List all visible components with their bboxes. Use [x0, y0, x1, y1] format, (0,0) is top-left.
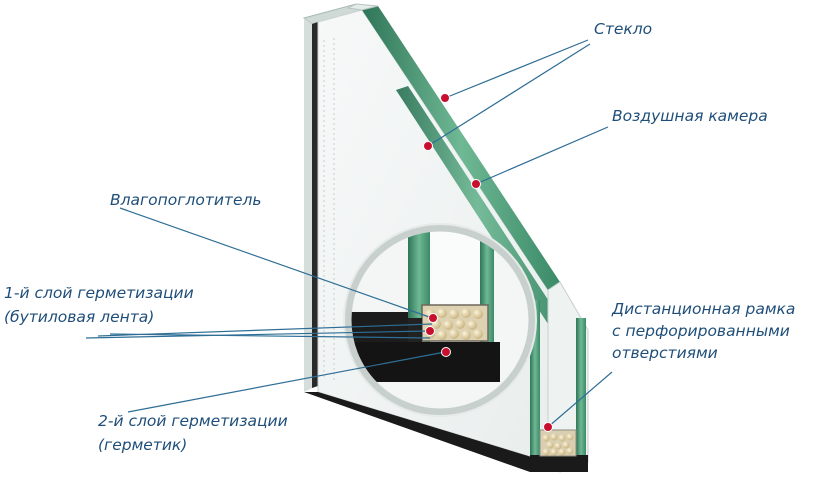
label-first-seal-line1: 1-й слой герметизации — [4, 284, 194, 302]
bottom-right-sealant — [530, 455, 588, 472]
label-glass: Стекло — [594, 19, 652, 39]
marker-steklo-1 — [440, 93, 450, 103]
label-first-seal: 1-й слой герметизации (бутиловая лента) — [4, 283, 194, 327]
leader-lines — [85, 39, 613, 428]
leader-vozdukh — [475, 126, 609, 185]
label-spacer-frame-line2: с перфорированными — [612, 322, 790, 340]
leader-vlago — [119, 207, 433, 319]
label-spacer-frame-line3: отверстиями — [612, 344, 718, 362]
mag-secondary-sealant — [348, 342, 500, 382]
leader-sloy2 — [127, 351, 446, 413]
leader-ramka — [547, 371, 613, 428]
mag-air-gap — [430, 228, 480, 305]
leader-steklo-2 — [427, 43, 591, 147]
label-glass-text: Стекло — [594, 20, 653, 38]
marker-vozdukh — [471, 179, 481, 189]
pane-texture — [323, 38, 335, 382]
back-sealant-strip — [312, 22, 318, 388]
label-second-seal: 2-й слой герметизации (герметик) — [98, 411, 288, 455]
back-pane-face — [304, 18, 312, 392]
label-second-seal-line2: (герметик) — [98, 436, 188, 454]
magnifier-ring — [344, 224, 536, 416]
label-second-seal-line1: 2-й слой герметизации — [98, 412, 288, 430]
front-pane-green-edge — [362, 6, 560, 290]
label-spacer-frame: Дистанционная рамка с перфорированными о… — [612, 299, 795, 363]
label-first-seal-line2: (бутиловая лента) — [4, 308, 155, 326]
label-desiccant: Влагопоглотитель — [110, 190, 262, 210]
leader-sloy1-a — [85, 330, 429, 339]
bottom-sealant — [304, 392, 548, 472]
right-glass-edge-1 — [530, 300, 540, 470]
marker-ramka — [543, 422, 553, 432]
marker-sloy1 — [425, 326, 435, 336]
right-glass-edge-2 — [576, 318, 586, 468]
label-air-chamber-text: Воздушная камера — [612, 107, 768, 125]
desiccant-beads-bottom — [542, 433, 574, 456]
front-pane-top-bevel — [346, 3, 379, 11]
leader-steklo-1 — [444, 39, 589, 99]
marker-dots — [423, 93, 553, 432]
leader-sloy1-c — [109, 333, 431, 339]
marker-vlago — [428, 313, 438, 323]
marker-steklo-2 — [423, 141, 433, 151]
label-air-chamber: Воздушная камера — [612, 106, 768, 126]
label-desiccant-text: Влагопоглотитель — [110, 191, 262, 209]
marker-sloy2 — [441, 347, 451, 357]
label-spacer-frame-line1: Дистанционная рамка — [612, 300, 796, 318]
